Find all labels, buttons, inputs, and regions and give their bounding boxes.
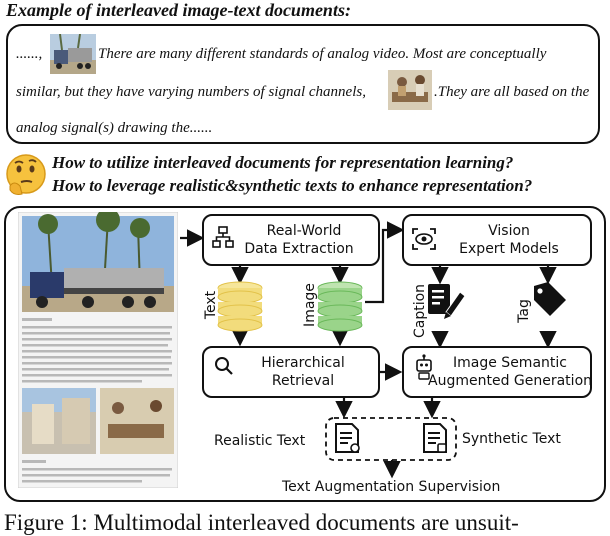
example-line3-text: analog signal(s) drawing the......: [16, 120, 213, 136]
question-line1: How to utilize interleaved documents for…: [52, 153, 514, 172]
truck-thumbnail: [50, 34, 96, 74]
search-icon: [215, 357, 233, 375]
document-thumbnail: [18, 212, 178, 488]
tag-label: Tag: [516, 299, 532, 323]
text-database-icon: [217, 281, 263, 332]
hierarchical-retrieval-node: Hierarchical Retrieval: [202, 346, 380, 398]
caption-label: Caption: [412, 283, 428, 339]
image-db-label: Image: [302, 283, 318, 327]
figure-caption: Figure 1: Multimodal interleaved documen…: [4, 510, 519, 535]
retrieval-label: Retrieval: [271, 373, 335, 389]
example-box: ......, There are many different standar…: [6, 24, 600, 144]
question-line2: How to leverage realistic&synthetic text…: [52, 176, 533, 195]
expert-models-label: Expert Models: [459, 241, 559, 257]
hierarchy-icon: [212, 226, 234, 248]
example-title: Example of interleaved image-text docume…: [6, 0, 351, 20]
framework-box: [4, 206, 606, 502]
data-extraction-label: Data Extraction: [244, 241, 354, 257]
vision-label: Vision: [488, 223, 530, 239]
realistic-text-label: Realistic Text: [214, 433, 306, 449]
synthetic-text-label: Synthetic Text: [462, 431, 561, 447]
image-semantic-label: Image Semantic: [453, 355, 567, 371]
example-line1-text: There are many different standards of an…: [98, 46, 547, 62]
text-db-label: Text: [203, 290, 219, 320]
thinking-face-icon: [6, 154, 46, 195]
eye-scan-icon: [412, 228, 436, 250]
tag-icon: [534, 282, 566, 316]
hierarchical-label: Hierarchical: [261, 355, 345, 371]
image-database-icon: [317, 281, 363, 332]
output-dashed-group: [325, 417, 457, 461]
workshop-thumbnail: [388, 70, 432, 110]
example-line2-text: similar, but they have varying numbers o…: [16, 84, 366, 100]
real-world-extraction-node: Real-World Data Extraction: [202, 214, 380, 266]
semantic-generation-node: Image Semantic Augmented Generation: [402, 346, 592, 398]
example-line2-suffix: .They are all based on the: [434, 84, 590, 100]
robot-icon: [416, 354, 432, 380]
augmented-generation-label: Augmented Generation: [428, 373, 593, 389]
example-line1-prefix: ......,: [16, 46, 43, 62]
caption-document-icon: [428, 284, 466, 319]
vision-expert-node: Vision Expert Models: [402, 214, 592, 266]
real-world-label: Real-World: [266, 223, 342, 239]
synthetic-text-document-icon: [423, 423, 447, 453]
text-augmentation-supervision-label: Text Augmentation Supervision: [282, 479, 501, 495]
realistic-text-document-icon: [335, 423, 360, 453]
arrow-image-to-vision: [365, 221, 405, 304]
